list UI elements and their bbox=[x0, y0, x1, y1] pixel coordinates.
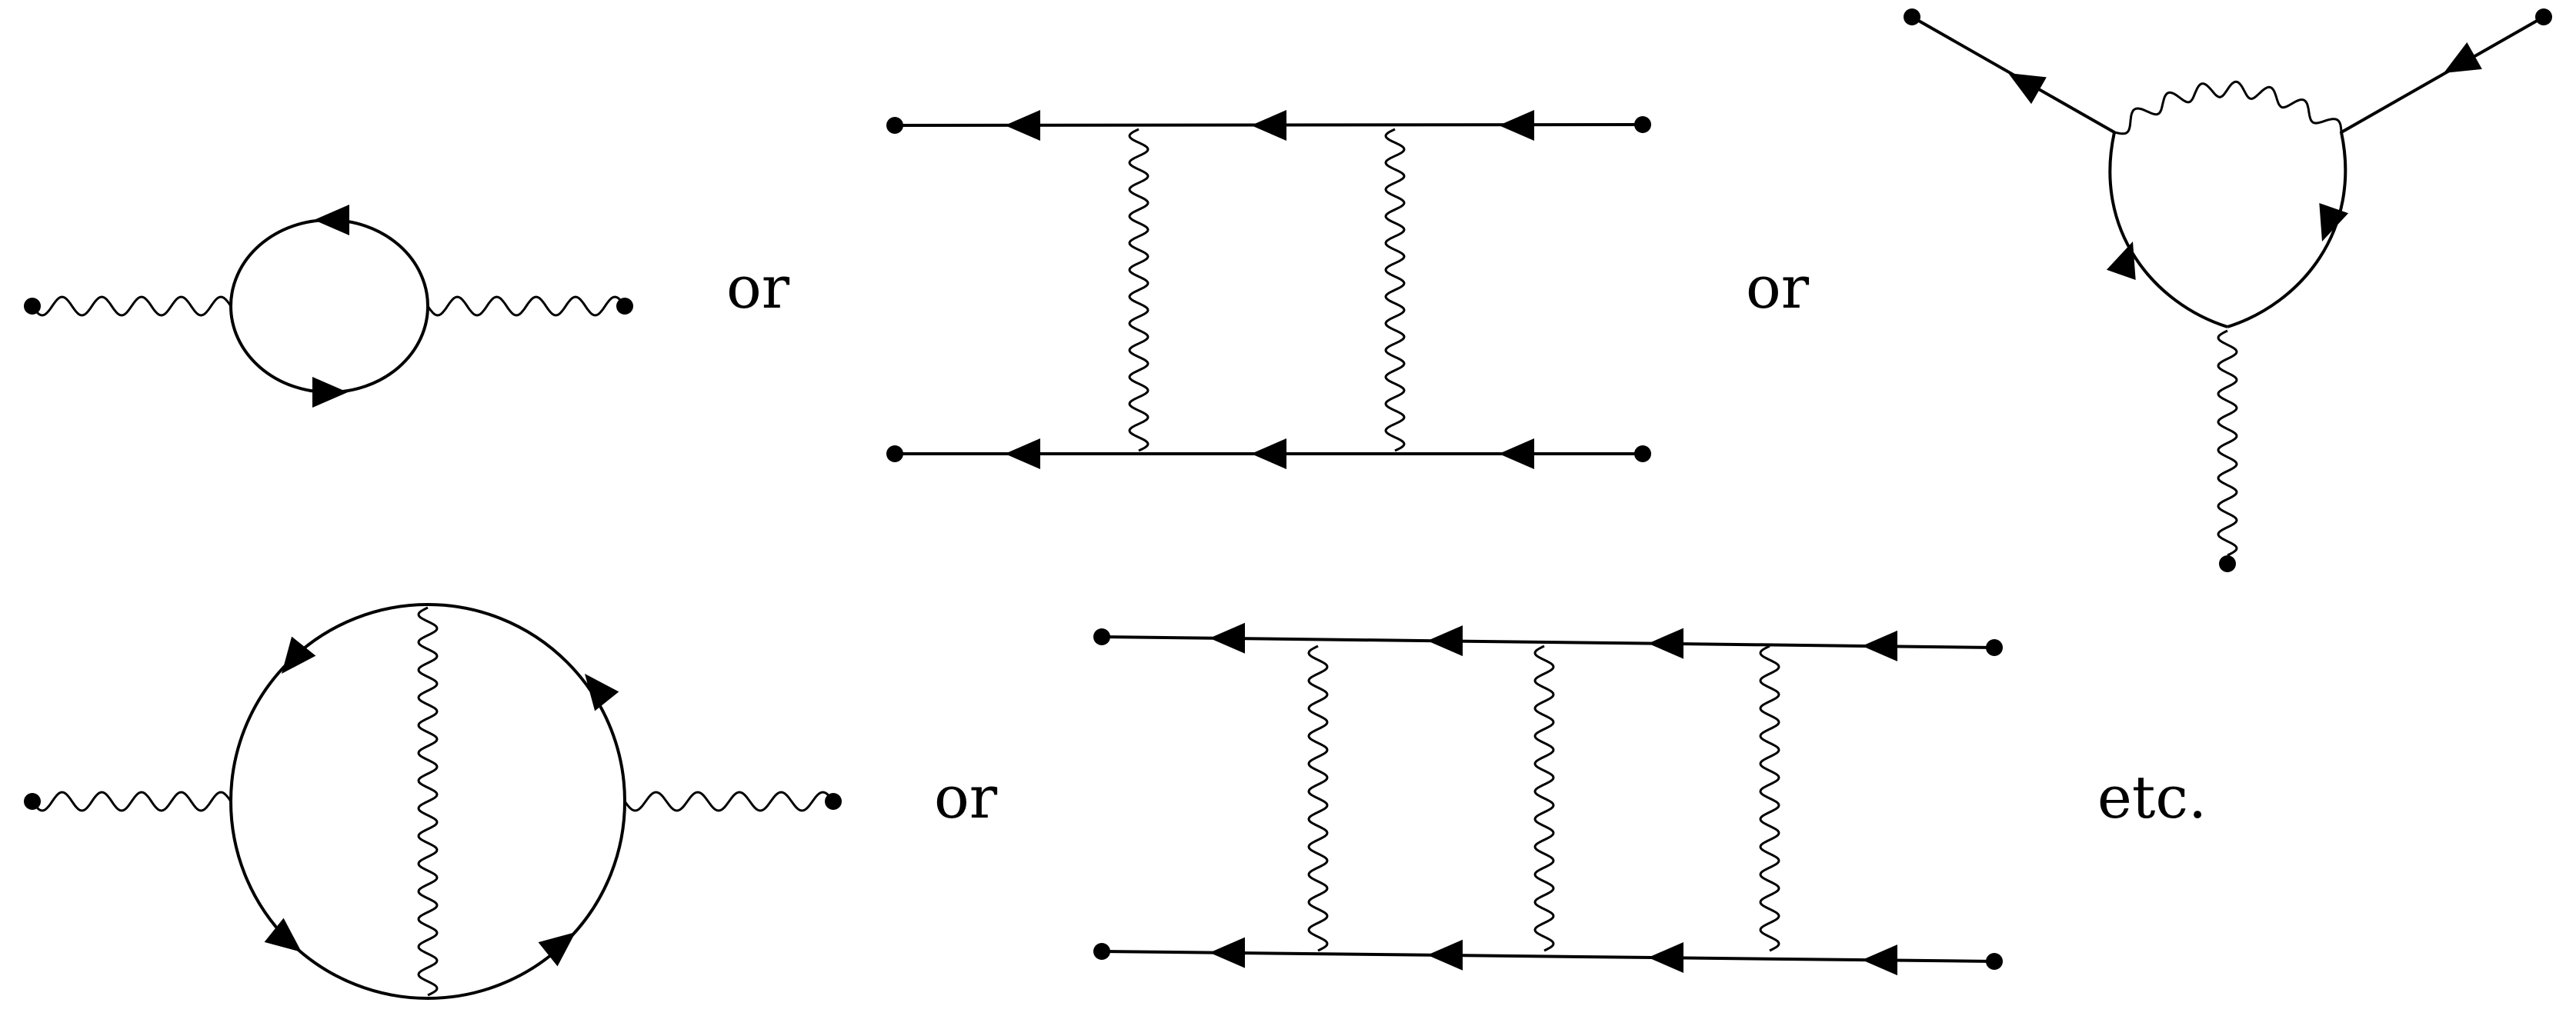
fermion-loop bbox=[229, 218, 429, 394]
photon-line bbox=[2217, 329, 2238, 557]
arrowhead bbox=[1427, 625, 1463, 657]
arrowhead bbox=[1251, 438, 1286, 469]
arrowhead bbox=[538, 932, 576, 967]
photon-line bbox=[417, 606, 439, 997]
arrowhead bbox=[1499, 438, 1534, 469]
arrowhead bbox=[1862, 944, 1897, 976]
arrowhead bbox=[1005, 110, 1040, 141]
diagram-ladder-two-rung bbox=[886, 110, 1651, 469]
arrowhead bbox=[1005, 438, 1040, 469]
arrowhead bbox=[2319, 202, 2349, 242]
fermion-arc-left bbox=[2108, 132, 2228, 328]
vertex-dot bbox=[1634, 445, 1651, 462]
arrowhead bbox=[1251, 110, 1286, 141]
vertex-dot bbox=[2219, 555, 2236, 572]
arrowhead bbox=[1210, 937, 1245, 968]
separator-or-2: or bbox=[1746, 253, 1810, 321]
diagram-bubble-one-loop bbox=[24, 205, 633, 408]
fermion-loop bbox=[229, 603, 626, 1000]
vertex-dot bbox=[886, 117, 903, 134]
arrowhead bbox=[585, 674, 619, 711]
photon-line bbox=[31, 295, 232, 317]
arrowhead bbox=[1648, 628, 1683, 659]
separator-or-3: or bbox=[934, 763, 998, 831]
arrowhead bbox=[2106, 242, 2136, 281]
separator-etc: etc. bbox=[2097, 763, 2207, 831]
photon-line bbox=[1759, 645, 1780, 952]
photon-line bbox=[623, 791, 835, 812]
arrowhead bbox=[2444, 42, 2482, 73]
photon-line bbox=[1307, 645, 1329, 952]
arrowhead bbox=[1427, 939, 1463, 971]
vertex-dot bbox=[1093, 628, 1110, 645]
fermion-line bbox=[1100, 950, 1996, 963]
vertex-dot bbox=[1634, 116, 1651, 133]
fermion-line bbox=[2340, 15, 2545, 134]
photon-line bbox=[31, 791, 232, 812]
fermion-line bbox=[1100, 635, 1996, 649]
photon-line bbox=[2114, 80, 2343, 135]
arrowhead bbox=[1499, 110, 1534, 141]
diagram-ladder-three-rung bbox=[1093, 622, 2003, 976]
arrowhead bbox=[1862, 630, 1897, 661]
arrowhead bbox=[314, 205, 349, 235]
arrowhead bbox=[1648, 941, 1683, 973]
diagram-vertex-correction bbox=[1904, 8, 2552, 572]
photon-line bbox=[1533, 645, 1555, 952]
separator-or-1: or bbox=[726, 253, 790, 321]
vertex-dot bbox=[1093, 943, 1110, 960]
fermion-arc-right bbox=[2227, 132, 2347, 328]
arrowhead bbox=[1210, 622, 1245, 654]
arrowhead bbox=[312, 377, 348, 408]
arrowhead bbox=[282, 636, 316, 674]
arrowhead bbox=[264, 918, 302, 952]
photon-line bbox=[426, 295, 626, 317]
photon-line bbox=[1384, 128, 1406, 452]
photon-line bbox=[1128, 128, 1150, 452]
diagrams-layer bbox=[24, 8, 2552, 1000]
arrowhead bbox=[2008, 73, 2047, 105]
diagram-bubble-two-loop bbox=[24, 603, 842, 1000]
vertex-dot bbox=[1986, 953, 2003, 970]
vertex-dot bbox=[886, 445, 903, 462]
vertex-dot bbox=[1986, 639, 2003, 656]
